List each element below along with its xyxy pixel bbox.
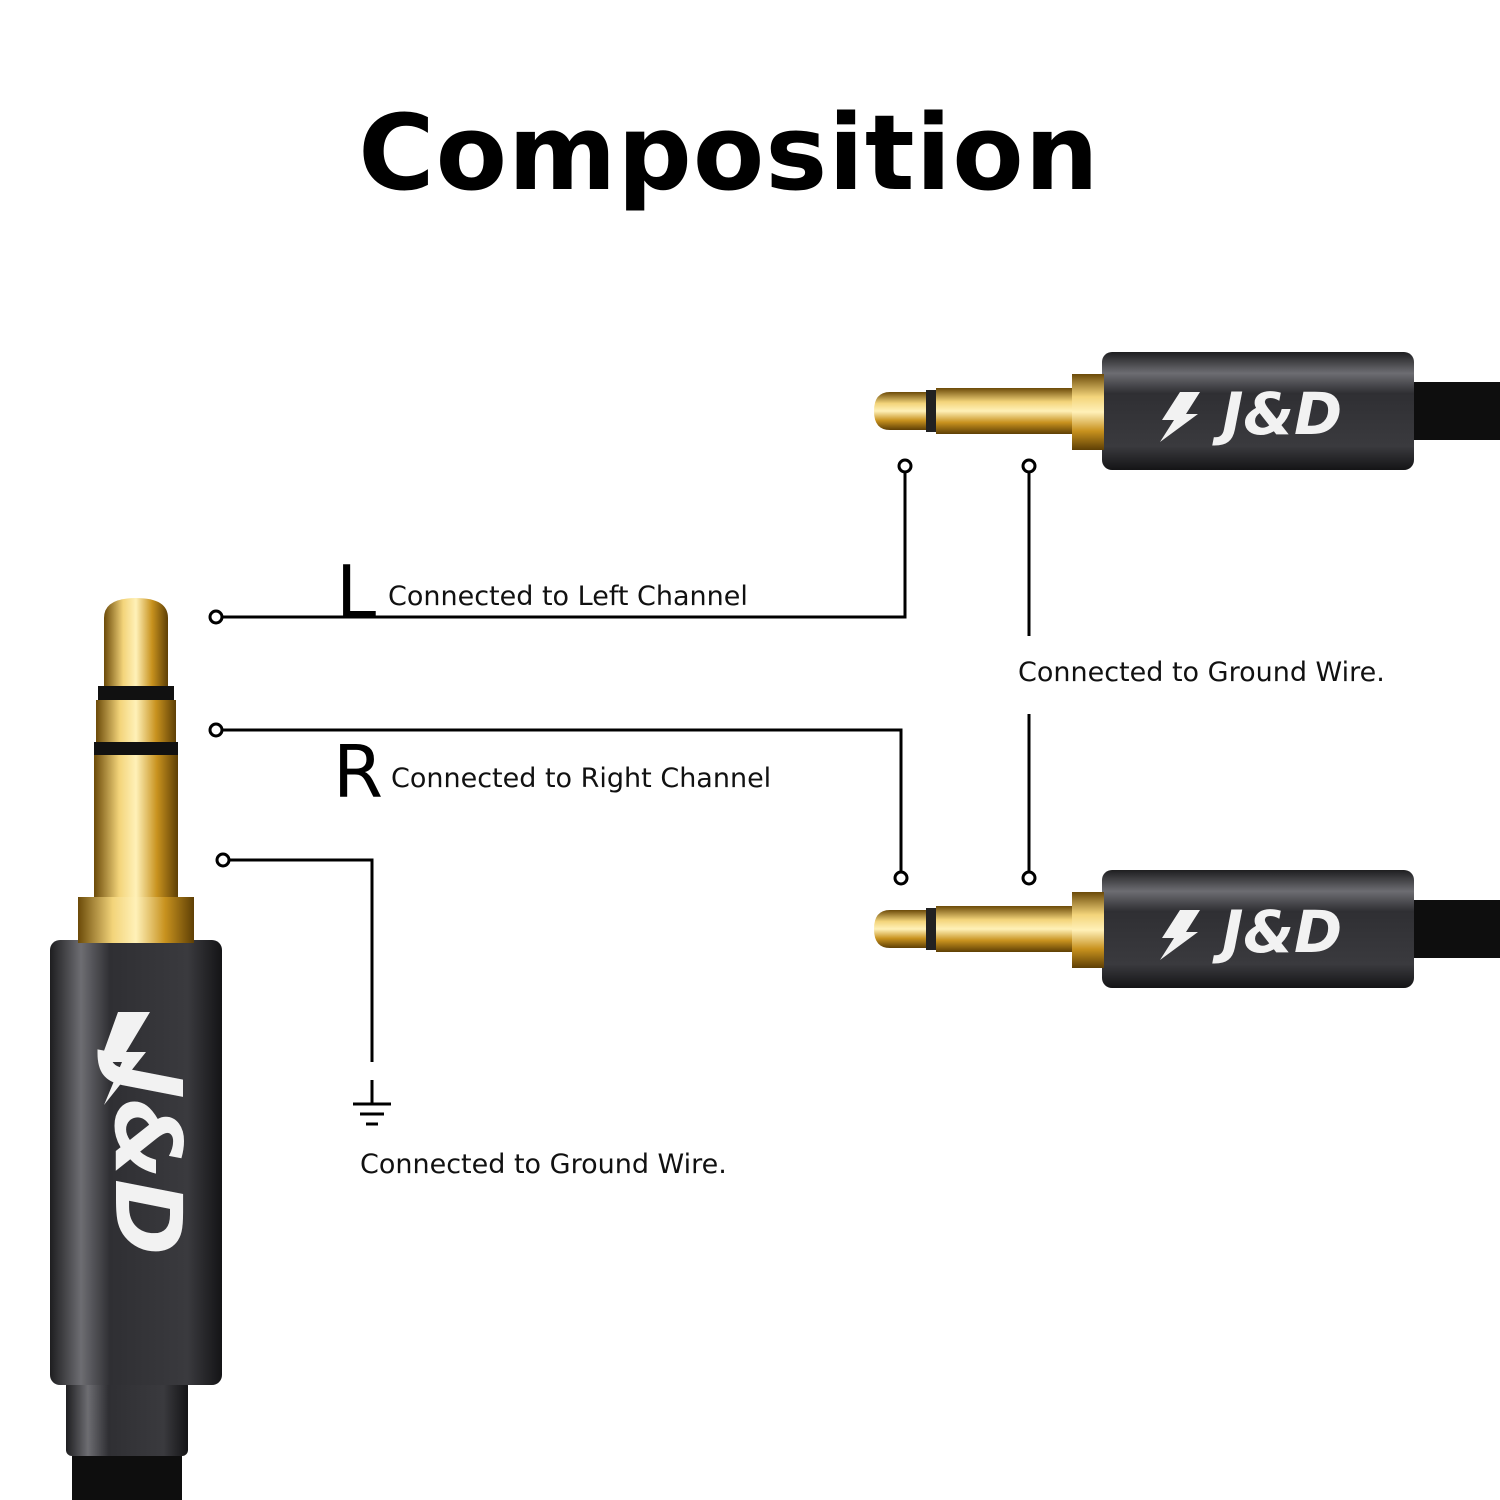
right-channel-letter: R [333,730,384,814]
brand-logo-vertical: J&D [94,1049,201,1256]
main-plug-tip [104,598,168,686]
right-channel-node-bottom [893,870,909,886]
left-channel-letter: L [336,550,377,634]
main-plug-sleeve [94,755,178,897]
main-plug-logo: J&D [94,1049,201,1256]
ground-symbol-icon [353,1080,391,1126]
main-plug-collar [78,897,194,943]
plugs-ground-label: Connected to Ground Wire. [1018,657,1385,688]
top-plug-insulator [926,390,936,432]
top-cable [1400,382,1500,440]
main-plug-ring-insulator-2 [94,742,178,755]
bottom-plug: J&D [874,870,1500,988]
top-plug-body [1102,352,1414,470]
lightning-icon [100,1012,150,1105]
bottom-cable [1400,900,1500,958]
top-plug-sleeve [936,388,1072,434]
brand-logo-top: J&D [1212,380,1342,448]
top-plug: J&D [874,352,1500,470]
bottom-plug-body [1102,870,1414,988]
brand-logo-bottom: J&D [1212,898,1342,966]
bottom-plug-insulator [926,908,936,950]
right-channel-label: Connected to Right Channel [391,763,772,794]
lightning-icon [1160,392,1200,442]
left-channel-label: Connected to Left Channel [388,581,748,612]
main-plug-ring-insulator-1 [98,686,174,700]
main-strain-relief [66,1380,188,1456]
right-channel-node-main [208,722,224,738]
left-channel-wire [222,472,907,619]
left-channel-node-main [208,609,224,625]
main-plug: J&D [50,598,222,1500]
main-plug-body [50,940,222,1385]
right-channel-wire [222,728,903,872]
bottom-plug-ground-node [1021,870,1037,886]
page-title: Composition [358,92,1100,214]
main-ground-label: Connected to Ground Wire. [360,1149,727,1180]
bottom-plug-sleeve [936,906,1072,952]
main-plug-ring [96,700,176,742]
main-ground-wire [229,858,374,1062]
top-plug-collar [1072,374,1104,450]
bottom-plug-collar [1072,892,1104,968]
lightning-icon [1160,910,1200,960]
main-ground-node [215,852,231,868]
left-channel-node-top [897,458,913,474]
top-plug-tip [874,392,926,430]
bottom-plug-tip [874,910,926,948]
top-plug-ground-node [1021,458,1037,474]
